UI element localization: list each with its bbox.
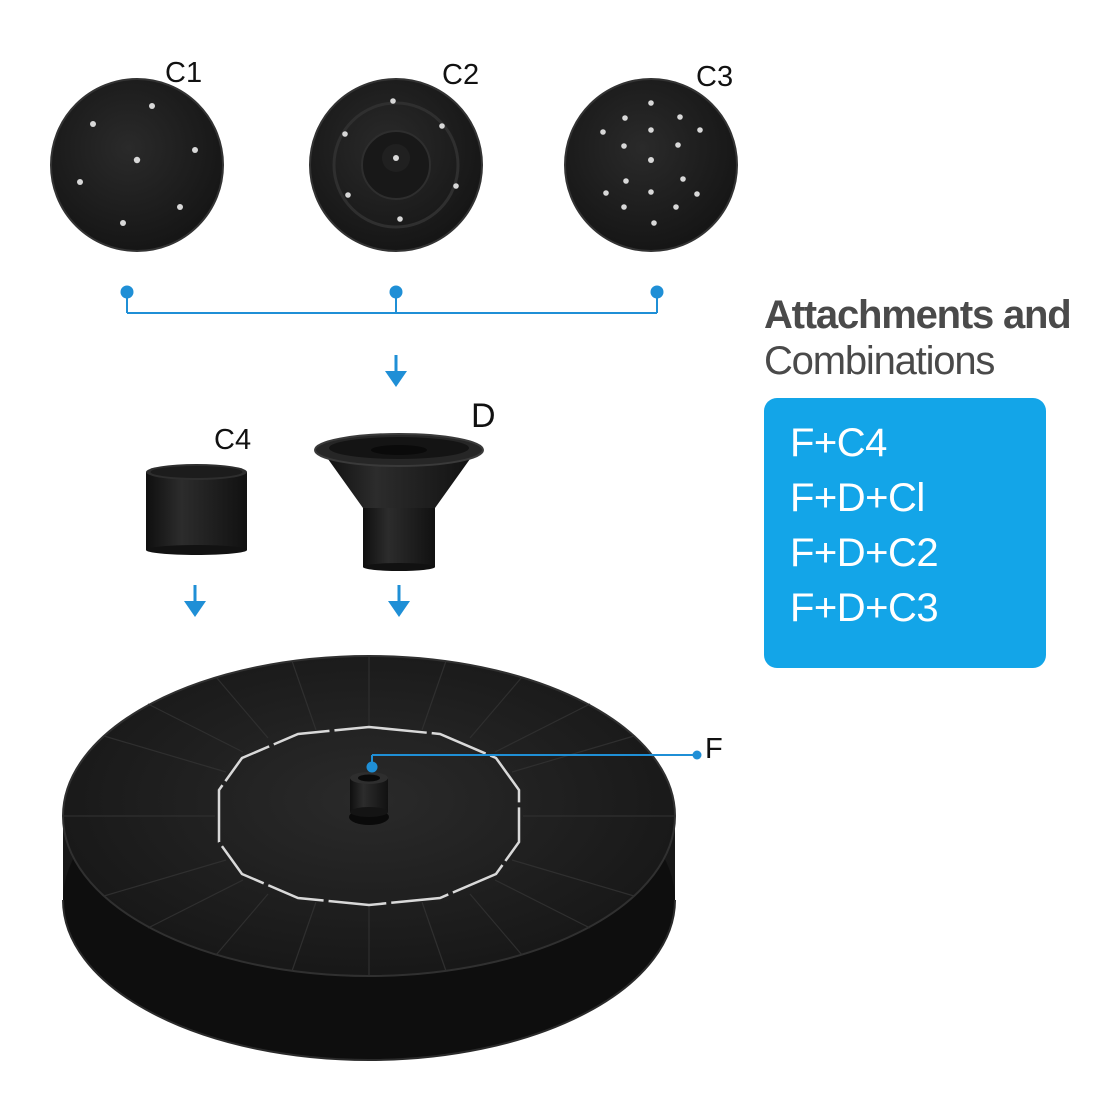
combination-item: F+D+C3: [790, 586, 939, 630]
adapter-d: [314, 433, 484, 571]
pointer-f: [366, 750, 702, 773]
combination-item: F+D+Cl: [790, 476, 925, 520]
combination-item: F+D+C2: [790, 531, 939, 575]
label-c1: C1: [165, 57, 202, 89]
combinations-box: F+C4 F+D+Cl F+D+C2 F+D+C3: [764, 398, 1046, 668]
c1-holes: [77, 103, 198, 226]
down-arrow-icon: [184, 585, 206, 617]
down-arrow-icon: [385, 355, 407, 387]
c3-holes: [600, 100, 703, 226]
inner-ring: [217, 725, 521, 907]
title-line-2: Combinations: [764, 339, 995, 383]
label-f: F: [705, 733, 723, 765]
solar-base-f: [62, 655, 676, 1061]
label-c4: C4: [214, 424, 251, 456]
panel-title: Attachments and Combinations: [764, 292, 1094, 384]
connector-dots: [120, 285, 664, 299]
nozzle-c1: [50, 78, 224, 252]
solar-cell-lines: [63, 656, 675, 976]
nozzle-c3: [564, 78, 738, 252]
label-c3: C3: [696, 61, 733, 93]
combination-item: F+C4: [790, 421, 887, 465]
nozzle-c2: [309, 78, 483, 252]
c2-holes: [342, 98, 459, 222]
down-arrow-icon: [388, 585, 410, 617]
label-c2: C2: [442, 59, 479, 91]
label-d: D: [471, 397, 496, 435]
title-line-1: Attachments and: [764, 293, 1072, 337]
nozzle-c4: [146, 464, 247, 555]
